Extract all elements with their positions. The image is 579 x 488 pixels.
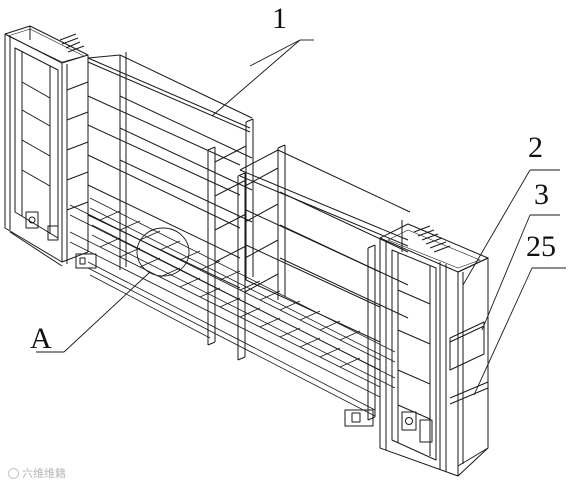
callout-label-A: A xyxy=(30,322,52,355)
watermark: 六维维籍 xyxy=(8,465,66,481)
roller-tracks xyxy=(69,197,396,417)
watermark-logo-icon xyxy=(8,467,19,479)
detail-circle xyxy=(136,227,190,277)
callout-label-2: 2 xyxy=(528,131,543,164)
right-tower xyxy=(344,223,489,477)
callout-label-25: 25 xyxy=(526,230,556,263)
callout-label-3: 3 xyxy=(534,178,549,211)
watermark-text: 六维维籍 xyxy=(22,467,66,480)
shelf-frame-right xyxy=(237,144,411,421)
leader-lines xyxy=(36,39,566,396)
callout-label-1: 1 xyxy=(272,2,287,35)
shelf-frame-left xyxy=(87,52,254,346)
left-tower xyxy=(4,25,97,269)
